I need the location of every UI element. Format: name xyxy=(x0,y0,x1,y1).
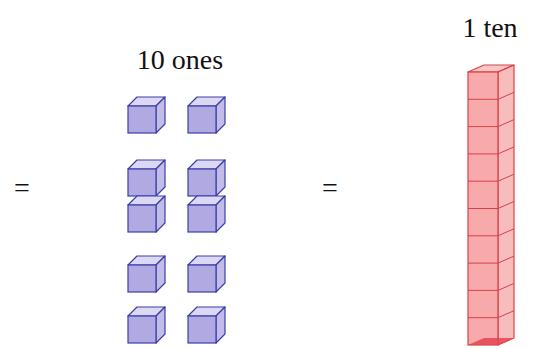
equals-sign: = xyxy=(322,172,338,204)
unit-cube xyxy=(128,307,165,343)
unit-cube xyxy=(188,97,225,133)
unit-cube xyxy=(188,160,225,196)
ones-cubes xyxy=(128,97,225,343)
unit-cube xyxy=(128,97,165,133)
unit-cube xyxy=(128,160,165,196)
ones-label: 10 ones xyxy=(137,44,223,76)
unit-cube xyxy=(128,196,165,232)
unit-cube xyxy=(188,307,225,343)
ten-rod xyxy=(468,65,514,345)
unit-cube xyxy=(188,256,225,292)
equals-sign: = xyxy=(14,172,30,204)
unit-cube xyxy=(188,196,225,232)
tens-label: 1 ten xyxy=(462,12,517,44)
unit-cube xyxy=(128,256,165,292)
